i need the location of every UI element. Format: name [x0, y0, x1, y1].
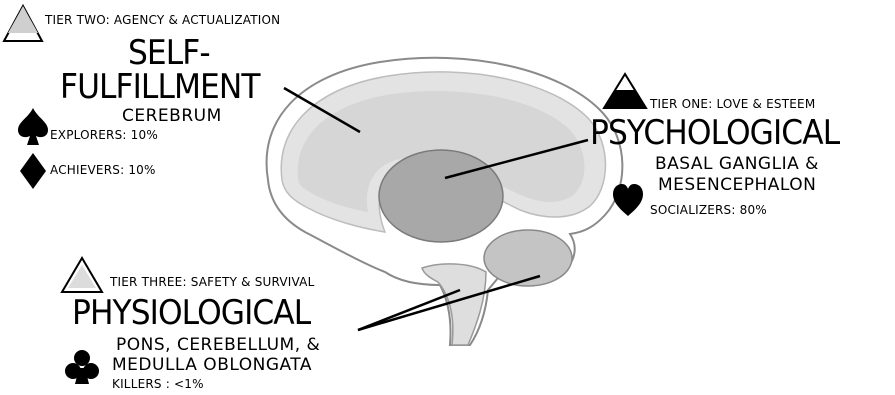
basal-ganglia-label: BASAL GANGLIA & [655, 155, 819, 174]
club-icon [65, 350, 99, 384]
tier-three-pyramid-icon [62, 258, 102, 292]
basal-ganglia-region [379, 150, 503, 242]
tier-one-pyramid-icon [604, 74, 646, 108]
explorers-percent: EXPLORERS: 10% [50, 128, 158, 142]
tier-two-pyramid-icon [4, 6, 42, 41]
psychological-title: PSYCHOLOGICAL [590, 116, 839, 151]
self-fulfillment-title-line1: SELF- [128, 36, 210, 71]
achievers-percent: ACHIEVERS: 10% [50, 163, 156, 177]
physiological-title: PHYSIOLOGICAL [72, 296, 310, 331]
self-fulfillment-title-line2: FULFILLMENT [60, 70, 260, 105]
killers-percent: KILLERS : <1% [112, 377, 204, 391]
medulla-oblongata-label: MEDULLA OBLONGATA [112, 356, 312, 375]
tier-two-label: TIER TWO: AGENCY & ACTUALIZATION [45, 13, 280, 27]
diamond-icon [20, 153, 46, 189]
pons-leader-line [358, 290, 460, 330]
pons-cerebellum-label: PONS, CEREBELLUM, & [116, 336, 320, 355]
socializers-percent: SOCIALIZERS: 80% [650, 203, 767, 217]
cerebellum-region [484, 230, 572, 286]
cerebrum-region-label: CEREBRUM [122, 107, 222, 126]
tier-three-label: TIER THREE: SAFETY & SURVIVAL [110, 275, 314, 289]
mesencephalon-label: MESENCEPHALON [658, 176, 816, 195]
tier-one-label: TIER ONE: LOVE & ESTEEM [650, 97, 815, 111]
heart-icon [613, 184, 643, 216]
spade-icon [18, 108, 48, 145]
